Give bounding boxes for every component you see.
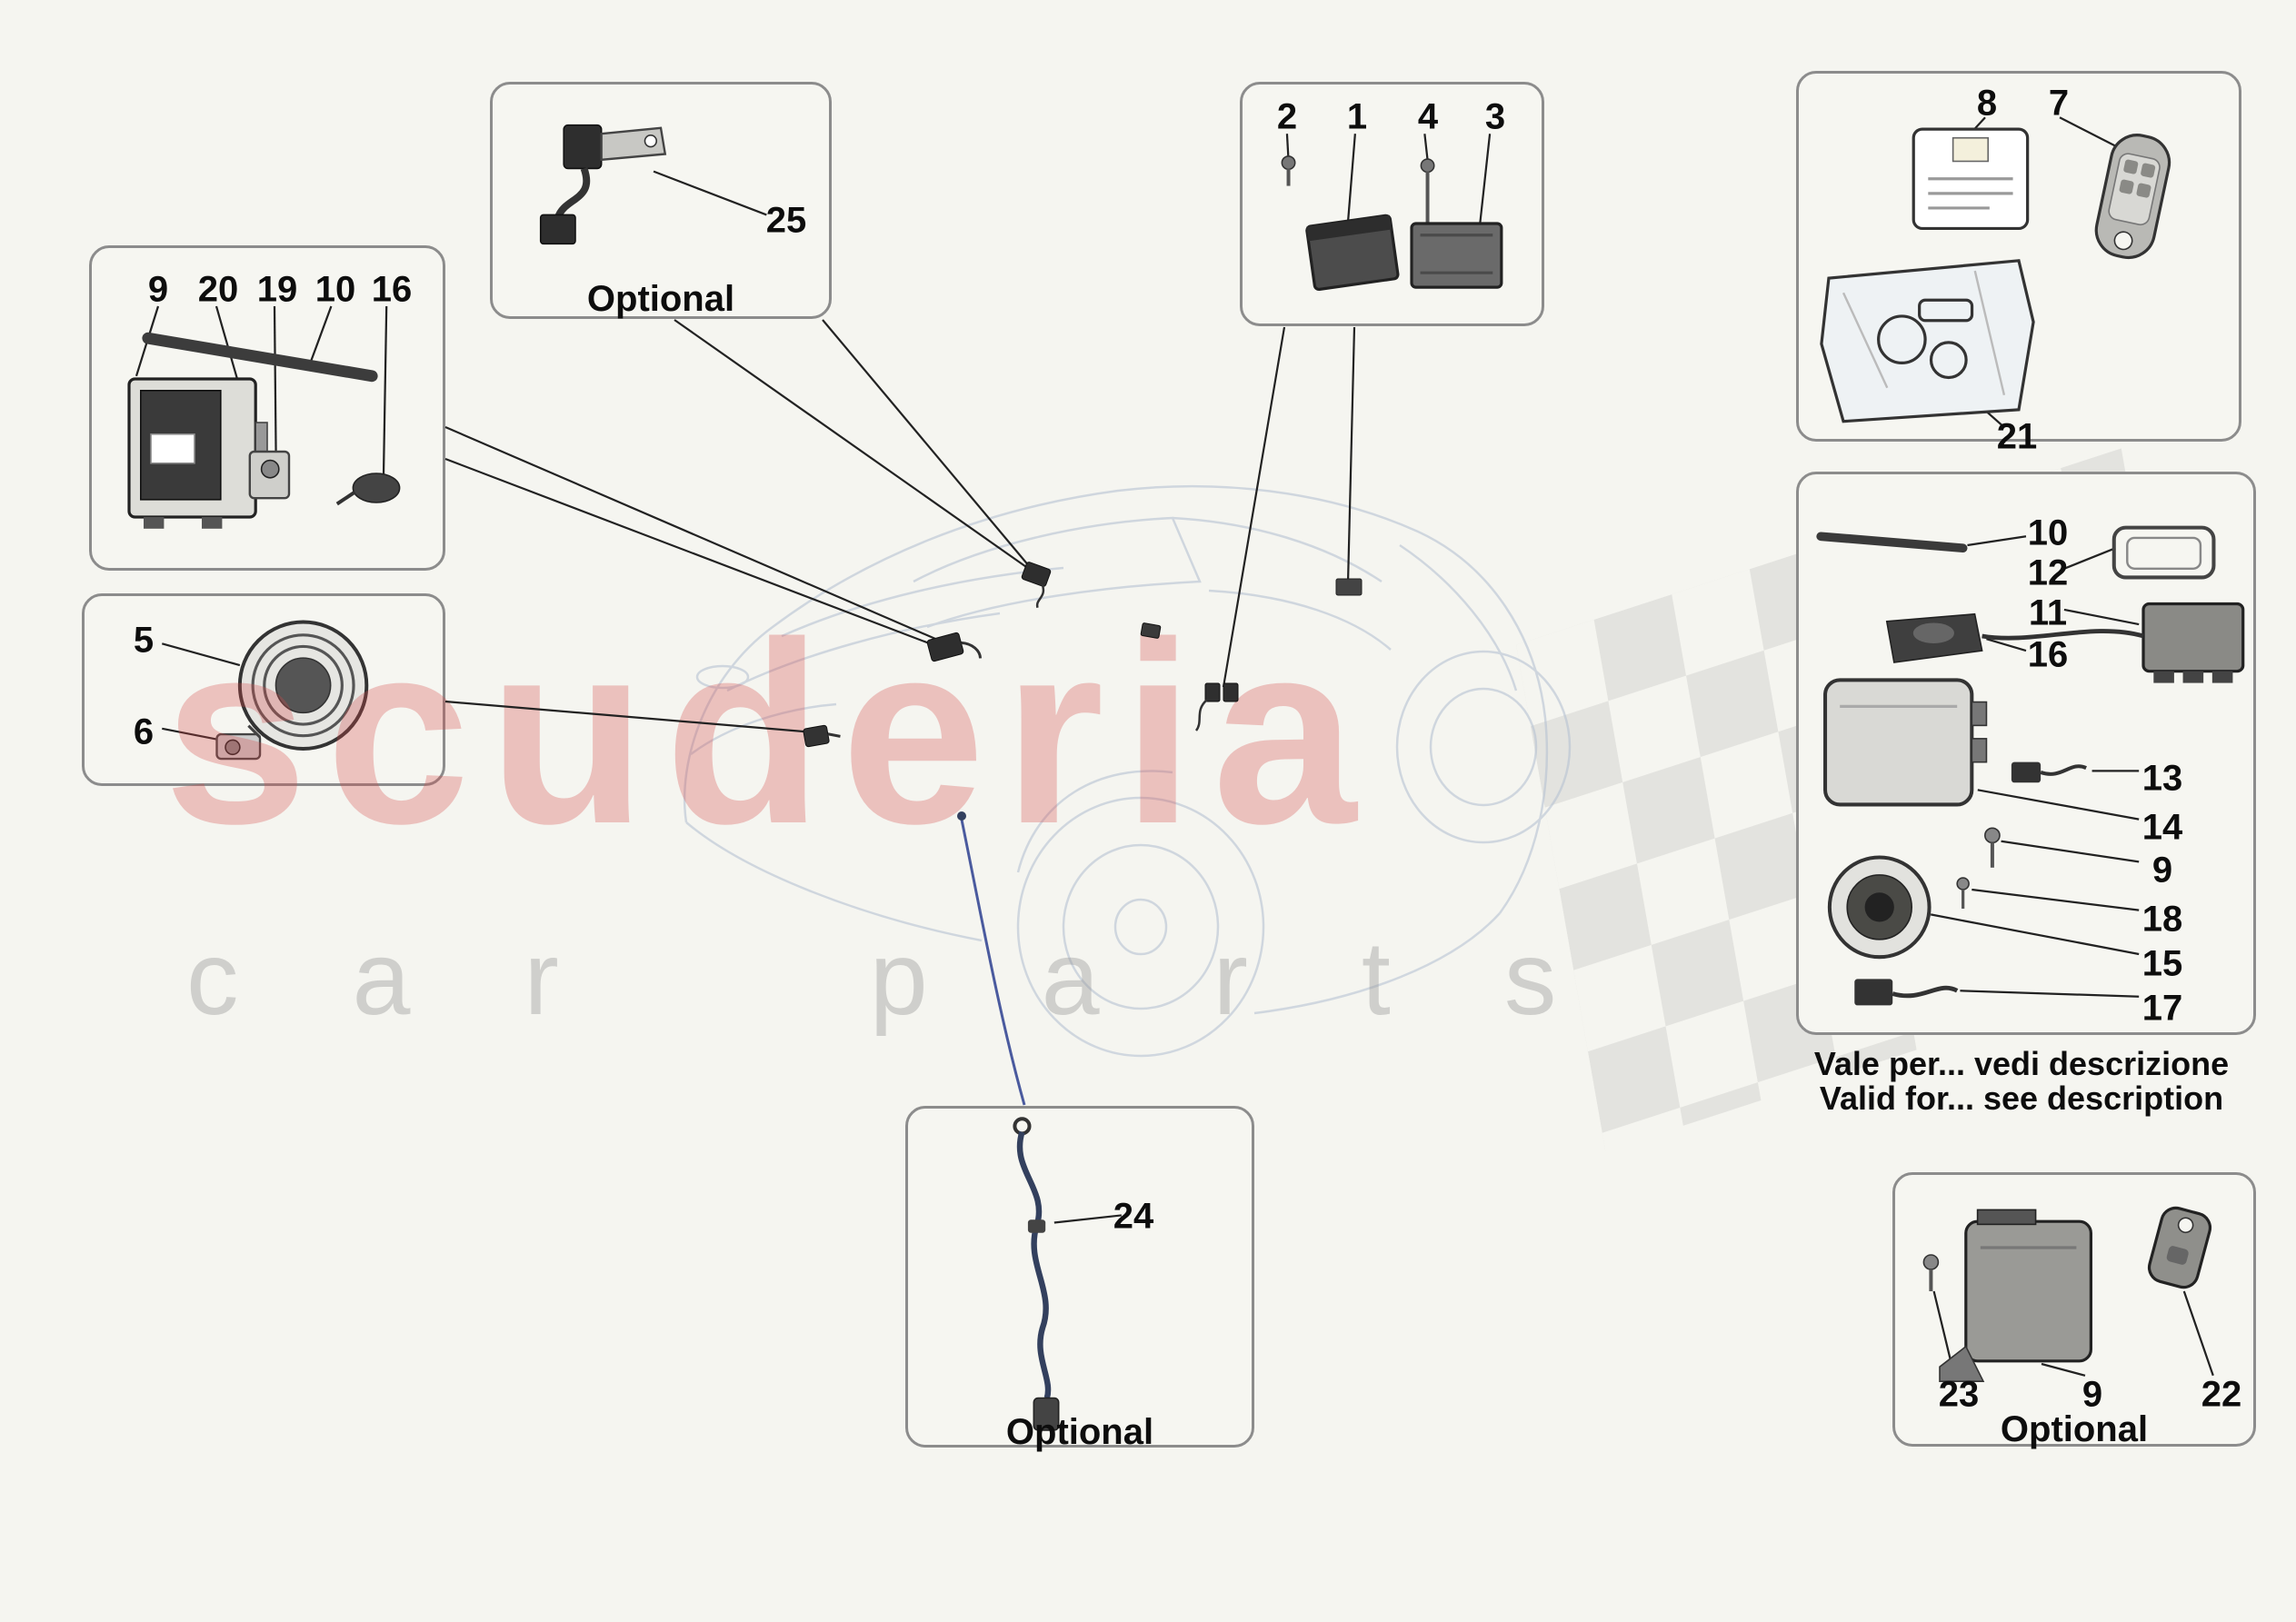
gps-antenna-icon	[1885, 612, 2144, 663]
optional-caption: Optional	[1005, 1412, 1154, 1452]
pigtail-connector-icon	[2011, 761, 2087, 783]
part-label-23: 23	[1938, 1374, 1980, 1415]
screw-icon	[1956, 877, 1970, 909]
part-label-3: 3	[1484, 96, 1506, 137]
part-label-10: 10	[2027, 512, 2069, 553]
optional-connector-box: 25 Optional	[490, 82, 832, 319]
tracking-ecu-art	[127, 305, 401, 529]
long-screw-icon	[1420, 158, 1435, 224]
part-label-7: 7	[2048, 83, 2070, 124]
small-antenna-icon	[335, 473, 401, 506]
siren-art	[161, 620, 369, 761]
antenna-rod-icon	[1816, 532, 1968, 553]
optional-caption: Optional	[2000, 1409, 2149, 1449]
tracking-ecu-box: 9 20 19 10 16	[89, 245, 445, 571]
part-label-6: 6	[133, 711, 155, 752]
cable-connector-icon	[1854, 979, 1959, 1006]
part-label-13: 13	[2141, 758, 2183, 799]
part-label-11: 11	[2028, 592, 2068, 633]
alarm-kit-box: 10 12 11 16 13 14 9 18 15 17	[1796, 472, 2256, 1035]
optional-cable-box: 24 Optional	[905, 1106, 1254, 1452]
part-label-19: 19	[256, 269, 298, 310]
part-label-9: 9	[147, 269, 169, 310]
part-label-18: 18	[2141, 899, 2183, 940]
key-bag-icon	[1820, 259, 2035, 423]
part-label-14: 14	[2141, 807, 2183, 848]
part-label-16: 16	[2027, 634, 2069, 675]
receiver-module-icon	[2141, 602, 2245, 683]
part-label-22: 22	[2201, 1374, 2242, 1415]
alarm-kit-art	[1816, 525, 2245, 1006]
warranty-card-icon	[1912, 127, 2030, 231]
ecu-module-icon	[1305, 214, 1400, 292]
optional-ecu-box: 23 9 22 Optional	[1892, 1172, 2256, 1449]
key-kit-art	[1820, 116, 2171, 428]
speaker-icon	[1827, 855, 1932, 960]
ecu-module-icon	[127, 377, 268, 529]
part-label-4: 4	[1417, 96, 1439, 137]
ecu-module-icon	[1410, 222, 1503, 289]
control-modules-box: 2 1 4 3	[1240, 82, 1544, 326]
part-label-17: 17	[2141, 988, 2183, 1029]
part-label-8: 8	[1976, 83, 1998, 124]
bracket-icon	[248, 450, 291, 500]
valid-for-caption-it: Vale per... vedi descrizione	[1813, 1045, 2230, 1082]
part-label-15: 15	[2141, 943, 2183, 984]
screw-icon	[1984, 827, 2001, 868]
wiring-cable-icon	[1013, 1117, 1060, 1431]
part-label-25: 25	[765, 200, 807, 241]
key-kit-box: 8 7 21	[1796, 71, 2241, 457]
part-label-16: 16	[371, 269, 413, 310]
part-label-1: 1	[1346, 96, 1368, 137]
key-fob-icon	[2094, 134, 2171, 260]
modules-art	[1281, 134, 1503, 292]
part-label-9: 9	[2151, 850, 2173, 891]
ecu-module-icon	[1939, 1209, 2092, 1382]
optional-ecu-art	[1922, 1206, 2214, 1382]
remote-fob-icon	[2147, 1206, 2212, 1289]
siren-box: 5 6	[82, 593, 445, 786]
cable-art	[1013, 1117, 1122, 1431]
siren-icon	[237, 620, 369, 751]
antenna-rod-icon	[142, 332, 378, 383]
screw-icon	[1922, 1254, 1940, 1291]
part-label-20: 20	[197, 269, 239, 310]
part-label-2: 2	[1276, 96, 1298, 137]
siren-bracket-icon	[215, 724, 262, 761]
part-label-24: 24	[1113, 1196, 1154, 1237]
part-label-5: 5	[133, 620, 155, 661]
alarm-ecu-icon	[1823, 678, 1988, 807]
part-label-9: 9	[2081, 1374, 2103, 1415]
frame-gasket-icon	[2111, 525, 2216, 580]
connector-art	[539, 124, 767, 245]
optional-caption: Optional	[586, 279, 735, 319]
valid-for-caption-en: Valid for... see description	[1819, 1080, 2224, 1117]
part-label-10: 10	[314, 269, 356, 310]
part-label-21: 21	[1996, 416, 2038, 457]
screw-icon	[1281, 155, 1296, 186]
connector-with-bracket-icon	[539, 124, 667, 245]
part-label-12: 12	[2027, 552, 2069, 593]
